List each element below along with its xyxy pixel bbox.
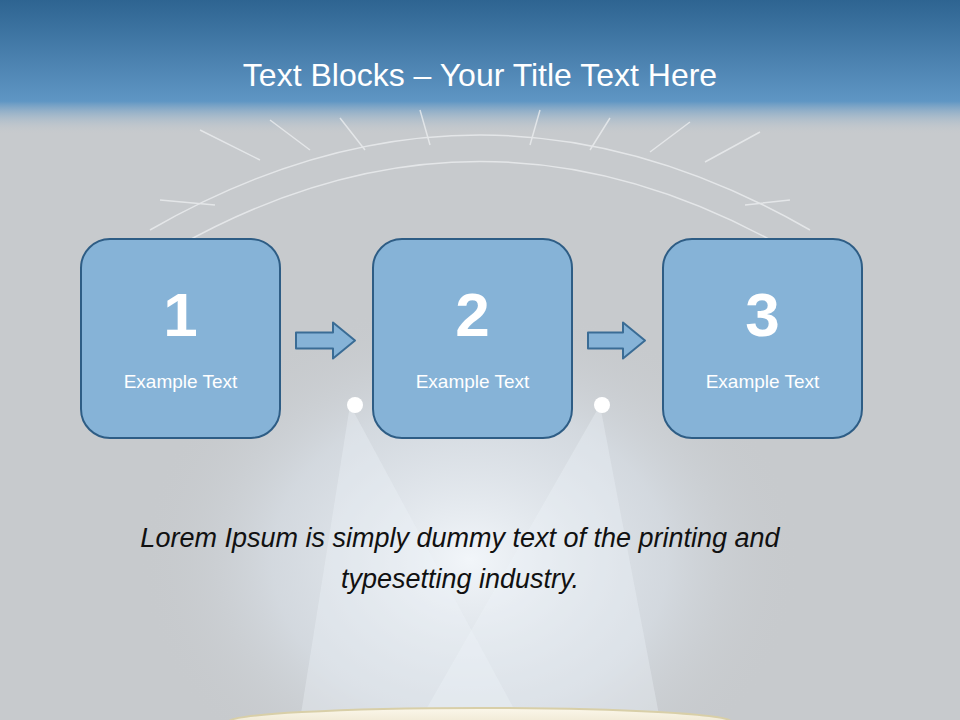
step-number: 1 [163, 284, 197, 346]
block-arrow [296, 323, 355, 359]
step-label: Example Text [706, 370, 820, 394]
step-label: Example Text [124, 370, 238, 394]
step-label: Example Text [416, 370, 530, 394]
step-number: 3 [745, 284, 779, 346]
step-box: 3Example Text [662, 238, 863, 439]
slide-caption: Lorem Ipsum is simply dummy text of the … [110, 518, 810, 600]
step-box: 1Example Text [80, 238, 281, 439]
block-arrow [588, 323, 645, 359]
step-box: 2Example Text [372, 238, 573, 439]
step-number: 2 [455, 284, 489, 346]
slide-title: Text Blocks – Your Title Text Here [20, 54, 940, 96]
